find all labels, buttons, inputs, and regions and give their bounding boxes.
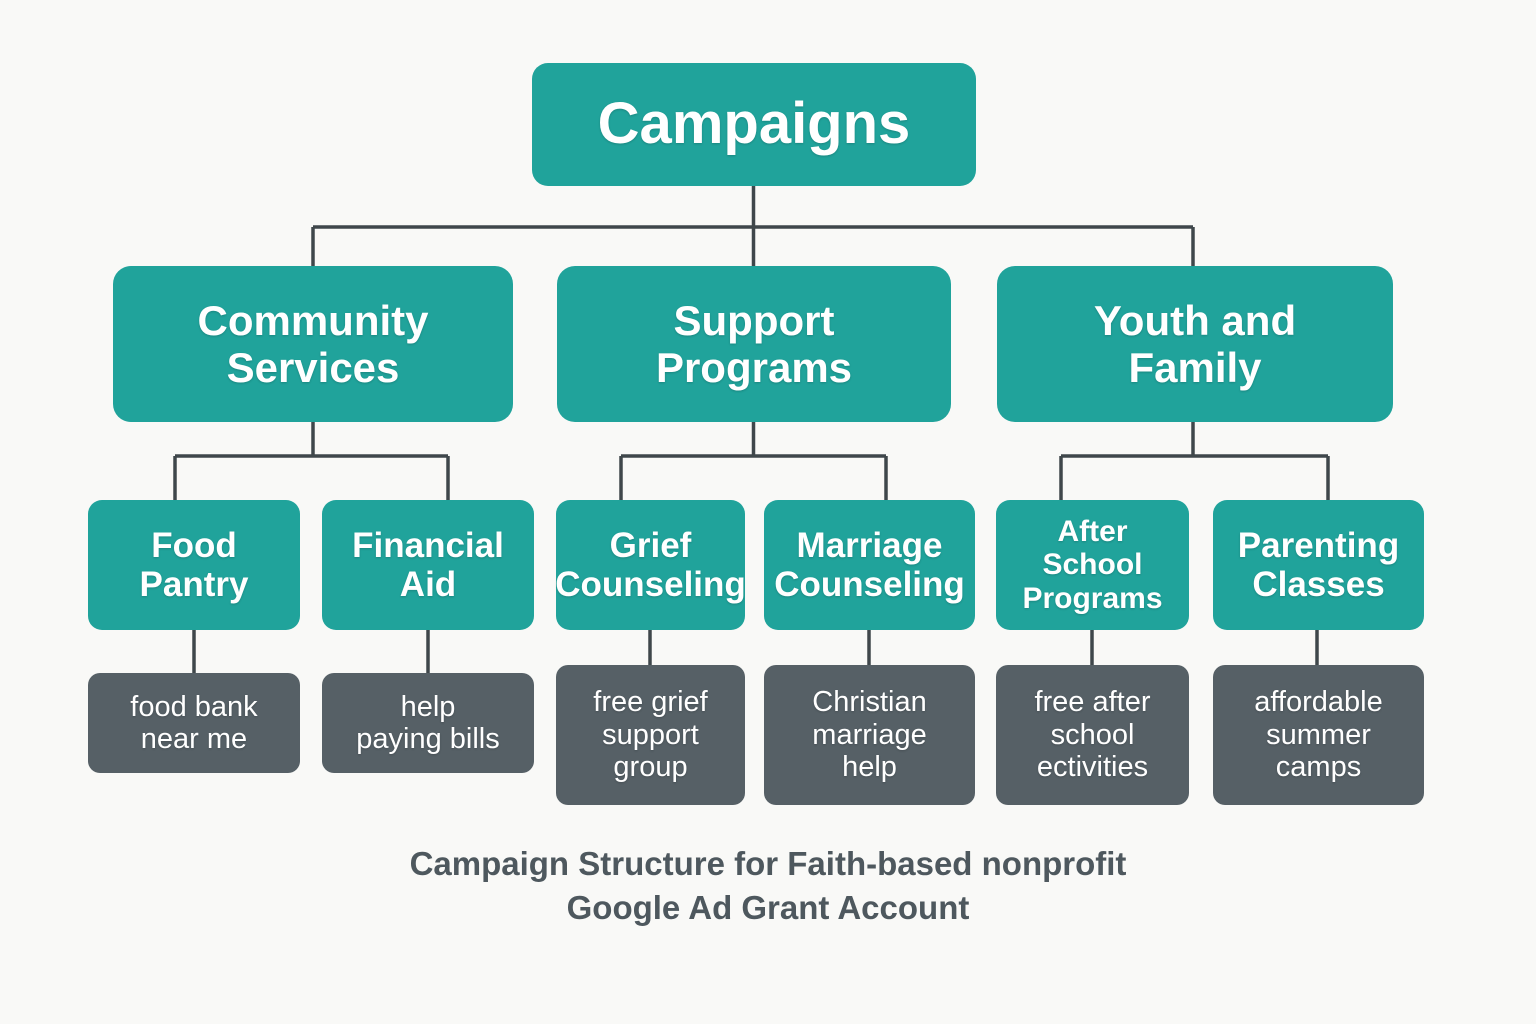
node-campaign-youth-and-family[interactable]: Youth and Family (997, 266, 1393, 422)
node-keyword-free-grief-support-group[interactable]: free grief support group (556, 665, 745, 805)
node-keyword-free-after-school-ectivities[interactable]: free after school ectivities (996, 665, 1189, 805)
node-adgroup-financial-aid[interactable]: Financial Aid (322, 500, 534, 630)
node-keyword-food-bank-near-me[interactable]: food bank near me (88, 673, 300, 773)
node-adgroup-grief-counseling[interactable]: Grief Counseling (555, 500, 746, 630)
node-adgroup-marriage-counseling[interactable]: Marriage Counseling (764, 500, 975, 630)
node-campaign-support-programs[interactable]: Support Programs (557, 266, 951, 422)
diagram-caption: Campaign Structure for Faith-based nonpr… (409, 845, 1127, 926)
node-adgroup-after-school-programs[interactable]: After School Programs (996, 500, 1189, 630)
node-adgroup-parenting-classes[interactable]: Parenting Classes (1213, 500, 1424, 630)
node-keyword-help-paying-bills[interactable]: help paying bills (322, 673, 534, 773)
node-campaigns-root[interactable]: Campaigns (532, 63, 976, 186)
node-adgroup-food-pantry[interactable]: Food Pantry (88, 500, 300, 630)
node-keyword-affordable-summer-camps[interactable]: affordable summer camps (1213, 665, 1424, 805)
node-keyword-christian-marriage-help[interactable]: Christian marriage help (764, 665, 975, 805)
node-campaign-community-services[interactable]: Community Services (113, 266, 513, 422)
